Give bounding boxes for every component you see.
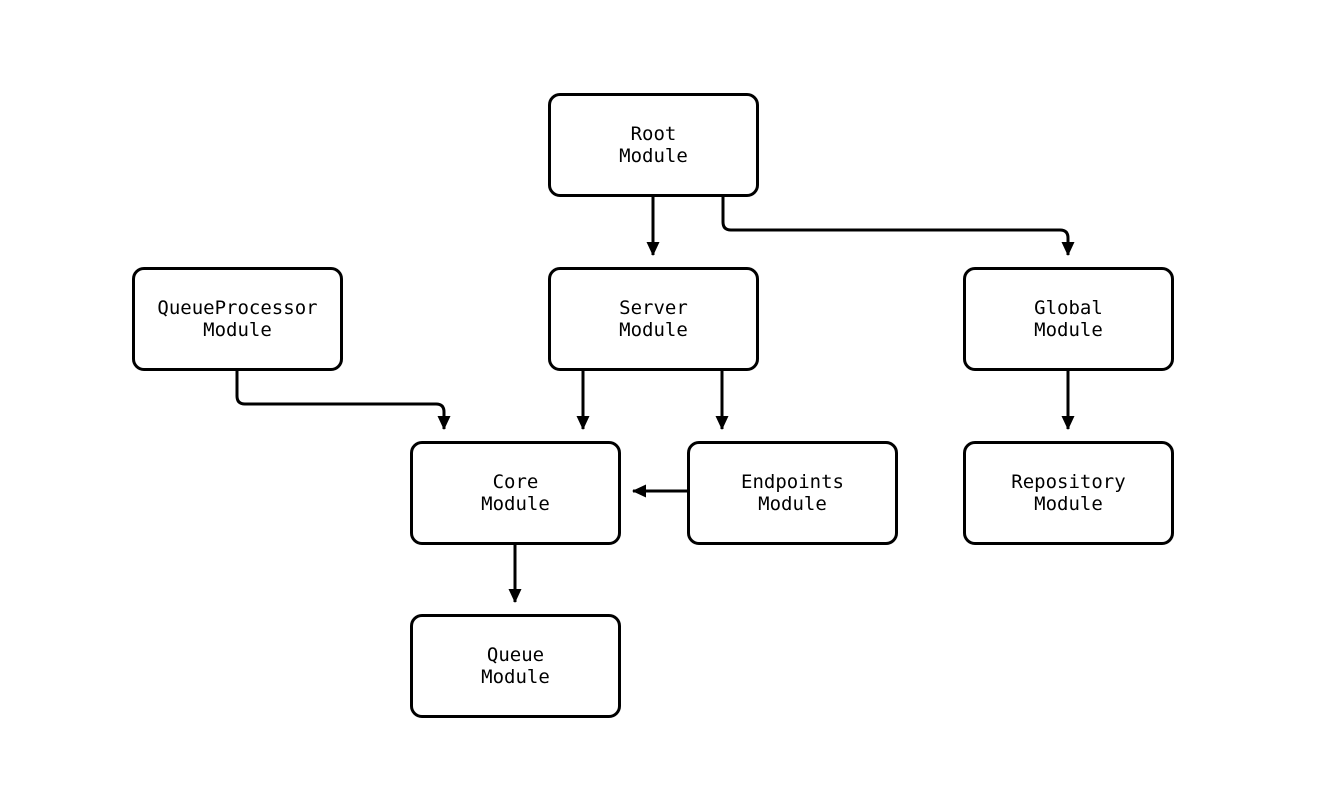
- node-label: Endpoints Module: [741, 471, 844, 515]
- node-endpoints-module[interactable]: Endpoints Module: [687, 441, 898, 545]
- node-label: Core Module: [481, 471, 550, 515]
- node-repository-module[interactable]: Repository Module: [963, 441, 1174, 545]
- node-queueprocessor-module[interactable]: QueueProcessor Module: [132, 267, 343, 371]
- node-queue-module[interactable]: Queue Module: [410, 614, 621, 718]
- node-server-module[interactable]: Server Module: [548, 267, 759, 371]
- node-label: Server Module: [619, 297, 688, 341]
- edge-queueprocessor-to-core: [235, 371, 451, 430]
- edge-root-to-global: [721, 197, 1075, 256]
- node-core-module[interactable]: Core Module: [410, 441, 621, 545]
- node-label: QueueProcessor Module: [157, 297, 318, 341]
- node-label: Queue Module: [481, 644, 550, 688]
- node-label: Repository Module: [1011, 471, 1126, 515]
- node-global-module[interactable]: Global Module: [963, 267, 1174, 371]
- node-root-module[interactable]: Root Module: [548, 93, 759, 197]
- node-label: Root Module: [619, 123, 688, 167]
- node-label: Global Module: [1034, 297, 1103, 341]
